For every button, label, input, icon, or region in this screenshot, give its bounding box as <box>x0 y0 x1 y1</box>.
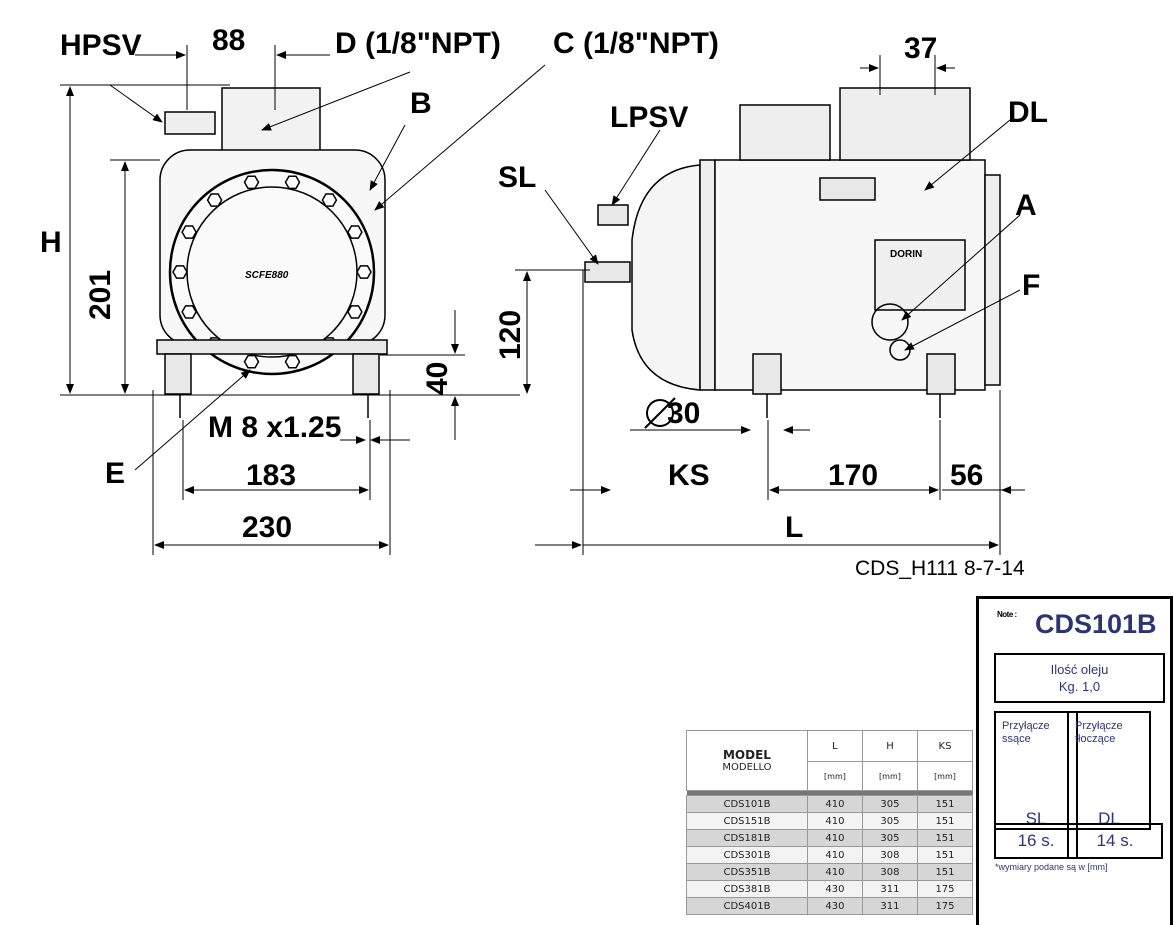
cell-l: 410 <box>806 829 863 847</box>
oil-label: Ilość oleju <box>1050 662 1109 677</box>
dim-120: 120 <box>494 310 527 360</box>
cell-ks: 151 <box>916 795 974 813</box>
cell-ks: 175 <box>916 880 974 898</box>
compressor-drawing: HPSV 88 D (1/8"NPT) C (1/8"NPT) B H 201 … <box>40 24 1048 555</box>
cell-l: 430 <box>806 880 863 898</box>
label-d: D (1/8"NPT) <box>335 27 501 60</box>
cell-ks: 175 <box>916 897 974 915</box>
dim-ks: KS <box>668 459 710 492</box>
dim-170: 170 <box>828 459 878 492</box>
header-ks: KS <box>916 730 974 762</box>
cell-model: CDS351B <box>686 863 808 881</box>
cell-ks: 151 <box>916 863 974 881</box>
suction-connection: Przyłącze ssące SL <box>994 711 1078 830</box>
dim-h: H <box>40 226 62 259</box>
cell-h: 308 <box>861 863 918 881</box>
dim-diameter-30: 30 <box>667 397 700 430</box>
cell-model: CDS101B <box>686 795 808 813</box>
dim-37: 37 <box>904 32 937 65</box>
cell-l: 410 <box>806 846 863 864</box>
bolt-icon <box>172 265 188 279</box>
cell-ks: 151 <box>916 812 974 830</box>
drawing-code: CDS_H111 8-7-14 <box>855 557 1025 580</box>
bolt-icon <box>284 354 301 369</box>
oil-value: Kg. 1,0 <box>1058 679 1101 694</box>
front-view <box>156 87 388 418</box>
bolt-icon <box>181 305 197 319</box>
model-title: CDS101B <box>1035 609 1157 639</box>
cell-model: CDS151B <box>686 812 808 830</box>
cell-h: 305 <box>861 812 918 830</box>
label-f: F <box>1022 269 1040 302</box>
cell-model: CDS301B <box>686 846 808 864</box>
cell-model: CDS181B <box>686 829 808 847</box>
discharge-connection: Przyłącze tłoczące DL <box>1067 711 1151 830</box>
label-lpsv: LPSV <box>610 101 688 134</box>
suction-code: SL <box>1025 809 1047 828</box>
cell-h: 311 <box>861 880 918 898</box>
suction-size: 16 s. <box>994 823 1078 859</box>
cell-h: 305 <box>861 829 918 847</box>
bolt-icon <box>321 193 338 207</box>
brand-text: DORIN <box>890 249 922 260</box>
dim-183: 183 <box>246 459 296 492</box>
dim-201: 201 <box>84 270 117 320</box>
cell-l: 430 <box>806 897 863 915</box>
bolt-icon <box>284 175 301 190</box>
side-view <box>584 87 1001 418</box>
bolt-icon <box>181 225 197 239</box>
bolt-icon <box>206 193 223 207</box>
label-c: C (1/8"NPT) <box>553 27 719 60</box>
label-e: E <box>105 457 125 490</box>
footnote: *wymiary podane są w [mm] <box>995 862 1108 872</box>
cell-model: CDS401B <box>686 897 808 915</box>
cell-h: 311 <box>861 897 918 915</box>
dim-230: 230 <box>242 511 292 544</box>
bolt-icon <box>347 305 363 319</box>
dim-56: 56 <box>950 459 983 492</box>
cell-ks: 151 <box>916 829 974 847</box>
nameplate-text: SCFE880 <box>245 270 289 281</box>
header-l: L <box>806 730 863 762</box>
cell-h: 305 <box>861 795 918 813</box>
header-h: H <box>861 730 918 762</box>
unit-h: [mm] <box>861 761 918 791</box>
cell-h: 308 <box>861 846 918 864</box>
oil-box: Ilość oleju Kg. 1,0 <box>994 653 1165 703</box>
unit-ks: [mm] <box>916 761 974 791</box>
label-sl: SL <box>498 161 536 194</box>
label-a: A <box>1015 189 1037 222</box>
label-dl: DL <box>1008 96 1048 129</box>
note-label: Note : <box>997 610 1017 619</box>
dim-l: L <box>785 511 803 544</box>
cell-l: 410 <box>806 795 863 813</box>
label-b: B <box>410 87 432 120</box>
unit-l: [mm] <box>806 761 863 791</box>
discharge-code: DL <box>1098 809 1120 828</box>
dim-40: 40 <box>421 362 454 395</box>
bolt-icon <box>243 354 260 369</box>
dim-thread: M 8 x1.25 <box>208 411 341 444</box>
bolt-icon <box>347 225 363 239</box>
info-panel: Note : CDS101B Ilość oleju Kg. 1,0 Przył… <box>976 596 1173 925</box>
cell-l: 410 <box>806 863 863 881</box>
bolt-icon <box>356 265 372 279</box>
label-hpsv: HPSV <box>60 29 142 62</box>
bolt-icon <box>243 175 260 190</box>
cell-l: 410 <box>806 812 863 830</box>
cell-ks: 151 <box>916 846 974 864</box>
cell-model: CDS381B <box>686 880 808 898</box>
discharge-size: 14 s. <box>1067 823 1163 859</box>
dim-88: 88 <box>212 24 245 57</box>
